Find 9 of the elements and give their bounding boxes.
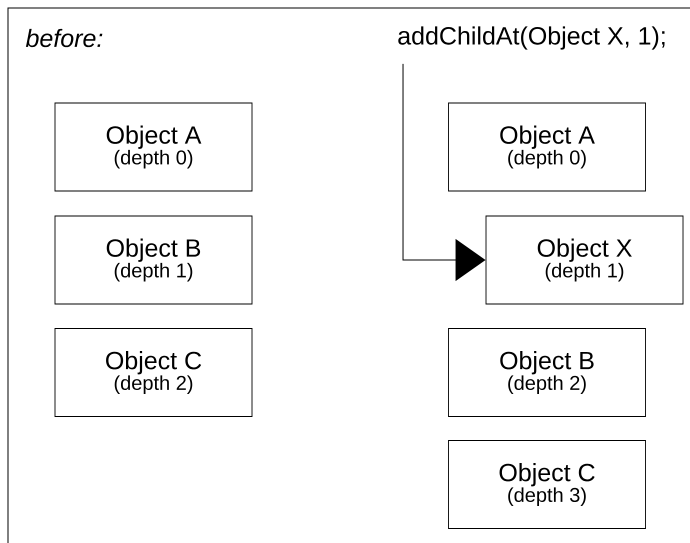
object-box: Object B (depth 1) [54,216,252,304]
object-box: Object A (depth 0) [448,102,646,192]
object-box: Object A (depth 0) [54,102,252,192]
object-box: Object C (depth 2) [54,328,252,417]
object-box: Object X (depth 1) [486,216,684,304]
object-box: Object B (depth 2) [448,328,646,417]
heading-label: before: [26,28,102,48]
code-text: addChildAt(Object X, 1); [398,26,664,50]
object-box: Object C (depth 3) [448,440,646,529]
